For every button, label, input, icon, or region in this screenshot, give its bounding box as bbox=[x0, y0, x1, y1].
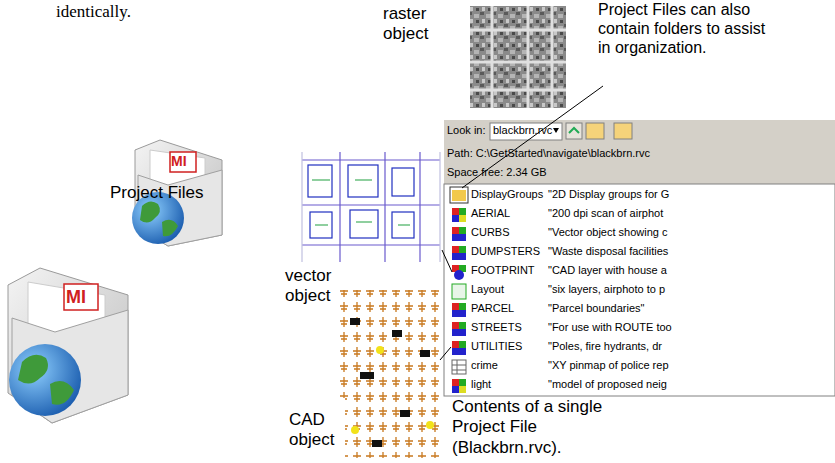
object-description: "CAD layer with house a bbox=[548, 264, 667, 277]
panel-caption: Contents of a single Project File (Black… bbox=[452, 397, 624, 458]
object-description: "Vector object showing c bbox=[548, 226, 667, 239]
leader-lines bbox=[440, 86, 603, 360]
folder-label: Project Files bbox=[110, 183, 204, 203]
object-description: "200 dpi scan of airphot bbox=[548, 207, 663, 220]
vector-drawing bbox=[302, 152, 440, 262]
object-name: PARCEL bbox=[471, 302, 514, 315]
object-name: UTILITIES bbox=[471, 340, 522, 353]
object-label: vector object bbox=[285, 266, 347, 307]
file-browser-panel bbox=[444, 120, 835, 396]
object-name: light bbox=[471, 378, 491, 391]
object-name: DisplayGroups bbox=[471, 188, 543, 201]
object-name: AERIAL bbox=[471, 207, 510, 220]
object-label: CAD object bbox=[289, 410, 339, 451]
object-name: DUMPSTERS bbox=[471, 245, 540, 258]
path-text: Path: C:\GetStarted\navigate\blackbrn.rv… bbox=[447, 147, 650, 160]
object-name: crime bbox=[471, 359, 498, 372]
status-text: Space free: 2.34 GB bbox=[447, 166, 547, 179]
object-description: "Waste disposal facilities bbox=[548, 245, 668, 258]
object-description: "Poles, fire hydrants, dr bbox=[548, 340, 662, 353]
toolbar-label: Look in: bbox=[447, 124, 486, 137]
cad-drawing bbox=[336, 290, 440, 458]
raster-image bbox=[470, 6, 566, 108]
object-name: FOOTPRINT bbox=[471, 264, 535, 277]
object-description: "Parcel boundaries" bbox=[548, 302, 644, 315]
object-description: "XY pinmap of police rep bbox=[548, 359, 669, 372]
object-description: "2D Display groups for G bbox=[548, 188, 669, 201]
object-name: Layout bbox=[471, 283, 504, 296]
object-description: "six layers, airphoto to p bbox=[548, 283, 665, 296]
callout-note: Project Files can also contain folders t… bbox=[598, 0, 766, 58]
object-name: CURBS bbox=[471, 226, 510, 239]
combo-value: blackbrn.rvc bbox=[493, 124, 552, 137]
object-description: "model of proposed neig bbox=[548, 378, 667, 391]
logo-mark: MI bbox=[66, 287, 86, 309]
object-label: raster object bbox=[383, 4, 445, 45]
logo-mark: MI bbox=[171, 153, 187, 170]
object-name: STREETS bbox=[471, 321, 522, 334]
object-description: "For use with ROUTE too bbox=[548, 321, 672, 334]
body-text: identically. bbox=[56, 2, 131, 22]
project-folder-large bbox=[8, 268, 128, 423]
